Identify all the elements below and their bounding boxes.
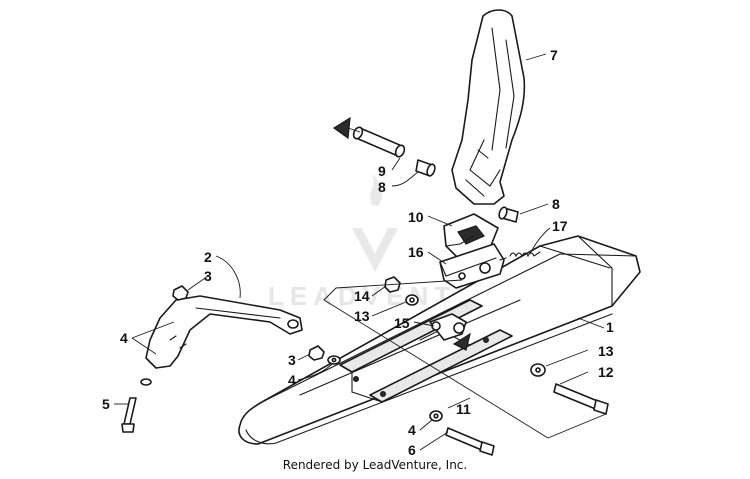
callout-4-bottom: 4 bbox=[408, 422, 416, 438]
callout-11: 11 bbox=[456, 401, 471, 417]
callout-17: 17 bbox=[552, 218, 568, 234]
pivot-bolt-assembly bbox=[429, 313, 467, 341]
bushing-rod bbox=[352, 126, 406, 158]
callout-6: 6 bbox=[408, 442, 416, 458]
nut-3-left bbox=[172, 285, 189, 301]
washer-13-right bbox=[530, 363, 546, 377]
callout-5: 5 bbox=[102, 396, 110, 412]
leader-lines bbox=[114, 53, 607, 451]
bushing-right bbox=[498, 206, 519, 223]
callout-8-right: 8 bbox=[552, 196, 560, 212]
callout-13-right: 13 bbox=[598, 343, 614, 359]
callout-1: 1 bbox=[606, 319, 614, 335]
callouts: 7 9 8 8 10 17 16 14 13 15 1 2 3 4 5 3 4 … bbox=[102, 47, 614, 458]
callout-10: 10 bbox=[408, 209, 424, 225]
credit-text: Rendered by LeadVenture, Inc. bbox=[282, 458, 468, 472]
washer-4-front bbox=[327, 355, 341, 365]
assembly-arrow-left bbox=[332, 116, 361, 140]
washer-4-left bbox=[140, 378, 152, 386]
callout-8-left: 8 bbox=[378, 179, 386, 195]
bushing-left bbox=[415, 159, 436, 177]
callout-4-left: 4 bbox=[120, 330, 128, 346]
callout-14: 14 bbox=[354, 288, 370, 304]
assembly-arrow-center bbox=[452, 332, 471, 351]
bolt-12 bbox=[553, 383, 609, 415]
callout-15: 15 bbox=[394, 315, 410, 331]
callout-2: 2 bbox=[204, 249, 212, 265]
washer-13-upper bbox=[405, 294, 419, 306]
spindle-arm bbox=[451, 9, 526, 205]
callout-9: 9 bbox=[378, 163, 386, 179]
mount-bracket bbox=[439, 243, 505, 289]
callout-3-left: 3 bbox=[204, 268, 212, 284]
bolt-6 bbox=[445, 427, 495, 456]
callout-13-upper: 13 bbox=[354, 308, 370, 324]
callout-16: 16 bbox=[408, 244, 424, 260]
callout-3-front: 3 bbox=[288, 352, 296, 368]
callout-12: 12 bbox=[598, 364, 614, 380]
callout-4-front: 4 bbox=[288, 372, 296, 388]
nut-3-front bbox=[308, 345, 325, 361]
callout-7: 7 bbox=[550, 47, 558, 63]
bolt-5 bbox=[121, 397, 137, 433]
washer-4-bottom bbox=[429, 410, 443, 422]
ski-handle bbox=[145, 295, 303, 369]
